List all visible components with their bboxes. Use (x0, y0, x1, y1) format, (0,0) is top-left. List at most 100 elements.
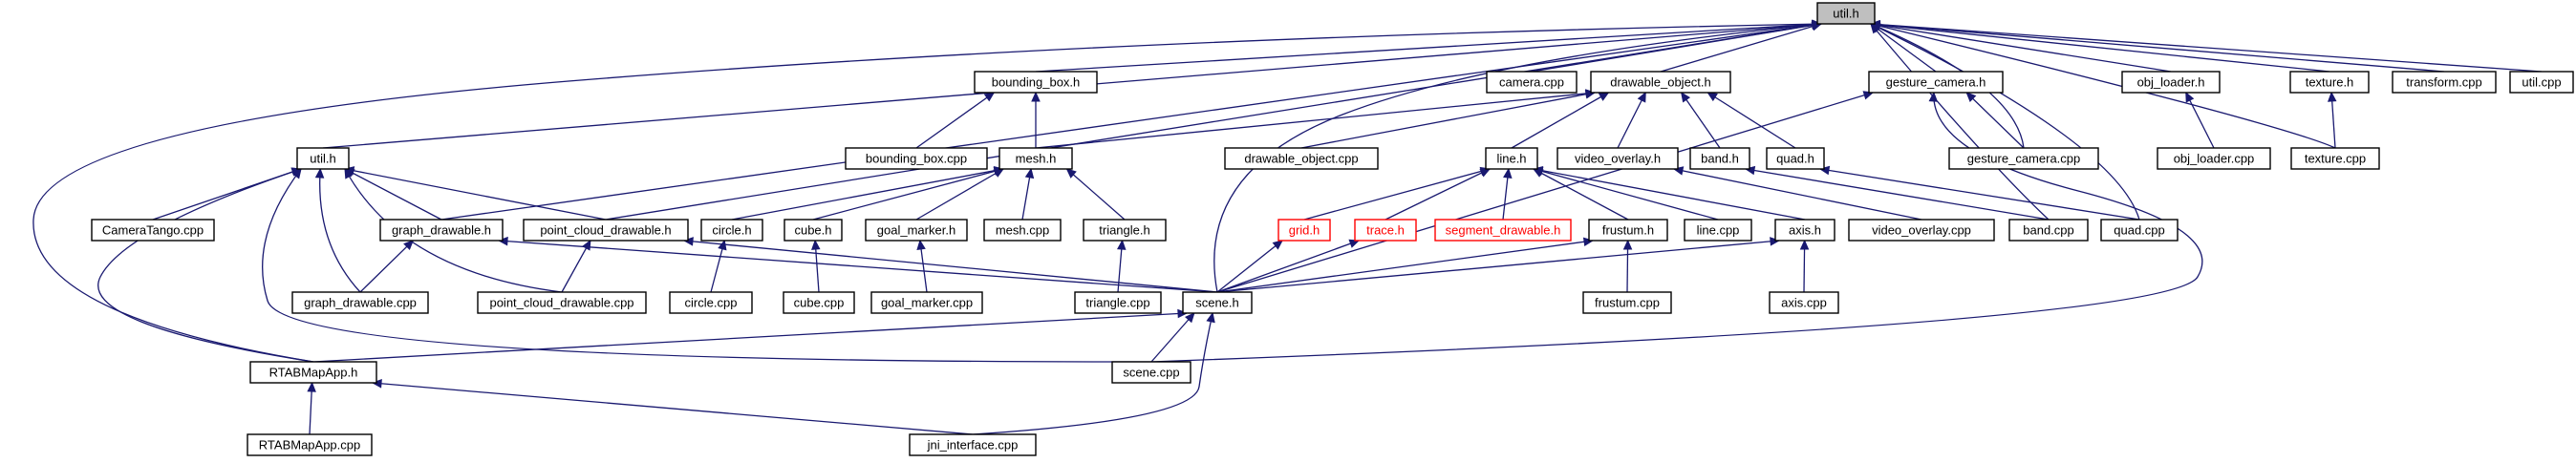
edge-band-cpp-to-util-h (1870, 23, 2050, 221)
node-circle-cpp[interactable]: circle.cpp (669, 291, 753, 314)
node-label: line.cpp (1697, 223, 1740, 238)
edge-scene-cpp-to-scene-h (1150, 312, 1195, 363)
node-axis-cpp[interactable]: axis.cpp (1769, 291, 1839, 314)
node-label: segment_drawable.h (1446, 223, 1561, 238)
node-segment-drawable-h[interactable]: segment_drawable.h (1434, 219, 1572, 242)
node-label: gesture_camera.cpp (1967, 152, 2081, 166)
node-scene-h[interactable]: scene.h (1182, 291, 1253, 314)
node-label: video_overlay.cpp (1872, 223, 1971, 238)
node-video-overlay-h[interactable]: video_overlay.h (1556, 147, 1679, 170)
arrowhead (811, 239, 821, 250)
node-frustum-cpp[interactable]: frustum.cpp (1582, 291, 1672, 314)
node-label: obj_loader.cpp (2174, 152, 2255, 166)
arrowhead (718, 239, 727, 251)
edge-jni-interface-cpp-to-rtabmapapp-h (372, 382, 974, 435)
edge-rtabmapapp-h-to-scene-h (312, 312, 1188, 363)
node-frustum-h[interactable]: frustum.h (1588, 219, 1668, 242)
node-label: bounding_box.cpp (866, 152, 967, 166)
node-box (870, 291, 983, 314)
node-cameratango-cpp[interactable]: CameraTango.cpp (91, 219, 215, 242)
node-label: RTABMapApp.h (269, 366, 358, 380)
node-label: util.h (1833, 7, 1858, 21)
node-box (2392, 71, 2497, 94)
edge-grid-h-to-line-h (1303, 168, 1491, 221)
node-label: grid.h (1289, 223, 1320, 238)
node-bounding-box-cpp[interactable]: bounding_box.cpp (845, 147, 988, 170)
node-label: gesture_camera.h (1886, 75, 1986, 90)
node-box (1689, 147, 1750, 170)
arrowhead (1928, 91, 1939, 102)
arrowhead (1680, 91, 1691, 103)
node-label: line.h (1496, 152, 1526, 166)
edge-goal-marker-h-to-mesh-h (915, 168, 1004, 221)
edge-scene-h-to-graph-drawable-h (498, 240, 1218, 293)
node-quad-cpp[interactable]: quad.cpp (2100, 219, 2179, 242)
node-point-cloud-drawable-h[interactable]: point_cloud_drawable.h (523, 219, 689, 242)
node-gesture-camera-cpp[interactable]: gesture_camera.cpp (1948, 147, 2099, 170)
node-line-cpp[interactable]: line.cpp (1684, 219, 1752, 242)
arrowhead (582, 239, 591, 251)
node-obj-loader-h[interactable]: obj_loader.h (2121, 71, 2221, 94)
arrowhead (1707, 92, 1718, 102)
node-trace-h[interactable]: trace.h (1354, 219, 1417, 242)
node-jni-interface-cpp[interactable]: jni_interface.cpp (909, 433, 1037, 456)
arrowhead (1799, 239, 1810, 250)
node-video-overlay-cpp[interactable]: video_overlay.cpp (1848, 219, 1995, 242)
node-transform-cpp[interactable]: transform.cpp (2392, 71, 2497, 94)
edge-point-cloud-drawable-h-to-util-h (344, 168, 607, 221)
node-box (983, 219, 1062, 242)
node-box (1556, 147, 1679, 170)
node-box (1111, 361, 1191, 384)
edge-band-cpp-to-band-h (1745, 168, 2050, 221)
node-box (1848, 219, 1995, 242)
node-scene-cpp[interactable]: scene.cpp (1111, 361, 1191, 384)
node-box (1766, 147, 1825, 170)
node-goal-marker-cpp[interactable]: goal_marker.cpp (870, 291, 983, 314)
node-texture-cpp[interactable]: texture.cpp (2290, 147, 2380, 170)
node-circle-h[interactable]: circle.h (700, 219, 763, 242)
arrowhead (1965, 92, 1977, 103)
node-grid-h[interactable]: grid.h (1277, 219, 1331, 242)
node-bounding-box-h[interactable]: bounding_box.h (974, 71, 1098, 94)
node-label: circle.h (712, 223, 751, 238)
node-label: frustum.h (1602, 223, 1654, 238)
node-triangle-h[interactable]: triangle.h (1083, 219, 1167, 242)
node-drawable-object-cpp[interactable]: drawable_object.cpp (1224, 147, 1379, 170)
arrowhead (1272, 240, 1283, 250)
node-rtabmapapp-cpp[interactable]: RTABMapApp.cpp (247, 433, 373, 456)
node-rtabmapapp-h[interactable]: RTABMapApp.h (249, 361, 377, 384)
node-util-cpp[interactable]: util.cpp (2509, 71, 2574, 94)
arrowhead (1622, 239, 1633, 250)
node-label: video_overlay.h (1575, 152, 1661, 166)
node-gesture-camera-h[interactable]: gesture_camera.h (1868, 71, 2004, 94)
node-camera-cpp[interactable]: camera.cpp (1486, 71, 1578, 94)
node-mesh-h[interactable]: mesh.h (998, 147, 1073, 170)
node-util-h: util.h (1816, 2, 1876, 25)
node-texture-h[interactable]: texture.h (2289, 71, 2370, 94)
node-graph-drawable-h[interactable]: graph_drawable.h (379, 219, 504, 242)
node-goal-marker-h[interactable]: goal_marker.h (865, 219, 968, 242)
node-point-cloud-drawable-cpp[interactable]: point_cloud_drawable.cpp (477, 291, 647, 314)
node-triangle-cpp[interactable]: triangle.cpp (1074, 291, 1162, 314)
node-util-h[interactable]: util.h (296, 147, 350, 170)
edge-point-cloud-drawable-h-to-util-h (605, 23, 1822, 221)
node-mesh-cpp[interactable]: mesh.cpp (983, 219, 1062, 242)
node-line-h[interactable]: line.h (1485, 147, 1538, 170)
arrowhead (1598, 92, 1610, 101)
node-graph-drawable-cpp[interactable]: graph_drawable.cpp (291, 291, 429, 314)
node-box (783, 291, 855, 314)
edge-band-h-to-drawable-object-h (1681, 92, 1721, 149)
node-band-cpp[interactable]: band.cpp (2008, 219, 2089, 242)
node-label: texture.cpp (2305, 152, 2366, 166)
node-quad-h[interactable]: quad.h (1766, 147, 1825, 170)
node-box (1769, 291, 1839, 314)
node-obj-loader-cpp[interactable]: obj_loader.cpp (2157, 147, 2271, 170)
node-axis-h[interactable]: axis.h (1774, 219, 1835, 242)
edge-gesture-camera-cpp-to-gesture-camera-h (1965, 92, 2025, 149)
node-drawable-object-h[interactable]: drawable_object.h (1590, 71, 1731, 94)
node-band-h[interactable]: band.h (1689, 147, 1750, 170)
node-cube-cpp[interactable]: cube.cpp (783, 291, 855, 314)
edge-video-overlay-h-to-drawable-object-h (1617, 92, 1646, 149)
node-label: camera.cpp (1499, 75, 1564, 90)
node-cube-h[interactable]: cube.h (784, 219, 843, 242)
